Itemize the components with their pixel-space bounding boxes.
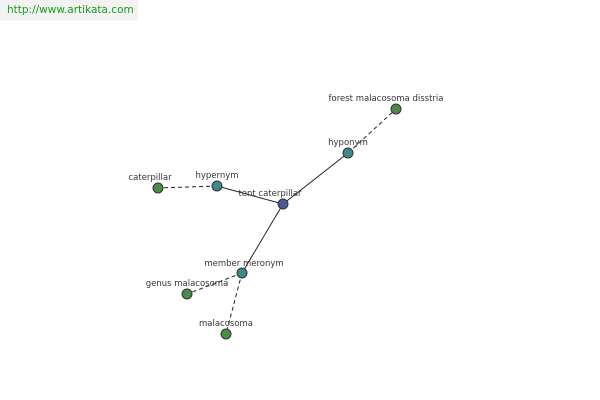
- node-forest[interactable]: [390, 103, 402, 115]
- node-label-genus: genus malacosoma: [146, 279, 229, 289]
- edge-tent-member: [241, 203, 284, 274]
- node-malacosoma[interactable]: [220, 328, 232, 340]
- node-hypernym[interactable]: [211, 180, 223, 192]
- node-label-caterpillar: caterpillar: [128, 173, 172, 183]
- labels-layer: tent caterpillar hyponym hypernym member me…: [128, 94, 443, 329]
- node-label-member: member meronym: [204, 259, 283, 269]
- edge-member-genus: [186, 272, 243, 295]
- node-label-forest: forest malacosoma disstria: [329, 94, 444, 104]
- node-label-hypernym: hypernym: [195, 171, 238, 181]
- header-bar: http://www.artikata.com: [0, 0, 138, 21]
- edge-hypernym-caterpillar: [157, 185, 218, 189]
- node-caterpillar[interactable]: [152, 182, 164, 194]
- nodes-layer: [152, 103, 402, 340]
- node-label-malacosoma: malacosoma: [199, 319, 253, 329]
- edge-tent-hyponym: [282, 152, 349, 205]
- node-label-hyponym: hyponym: [328, 138, 368, 148]
- node-member[interactable]: [236, 267, 248, 279]
- edges-layer: [157, 108, 397, 335]
- edge-member-malacosoma: [225, 272, 243, 335]
- edge-tent-hypernym: [216, 185, 284, 205]
- edge-hyponym-forest: [347, 108, 397, 154]
- node-genus[interactable]: [181, 288, 193, 300]
- site-link[interactable]: http://www.artikata.com: [7, 4, 134, 16]
- node-tent[interactable]: [277, 198, 289, 210]
- node-label-tent: tent caterpillar: [238, 189, 302, 199]
- node-hyponym[interactable]: [342, 147, 354, 159]
